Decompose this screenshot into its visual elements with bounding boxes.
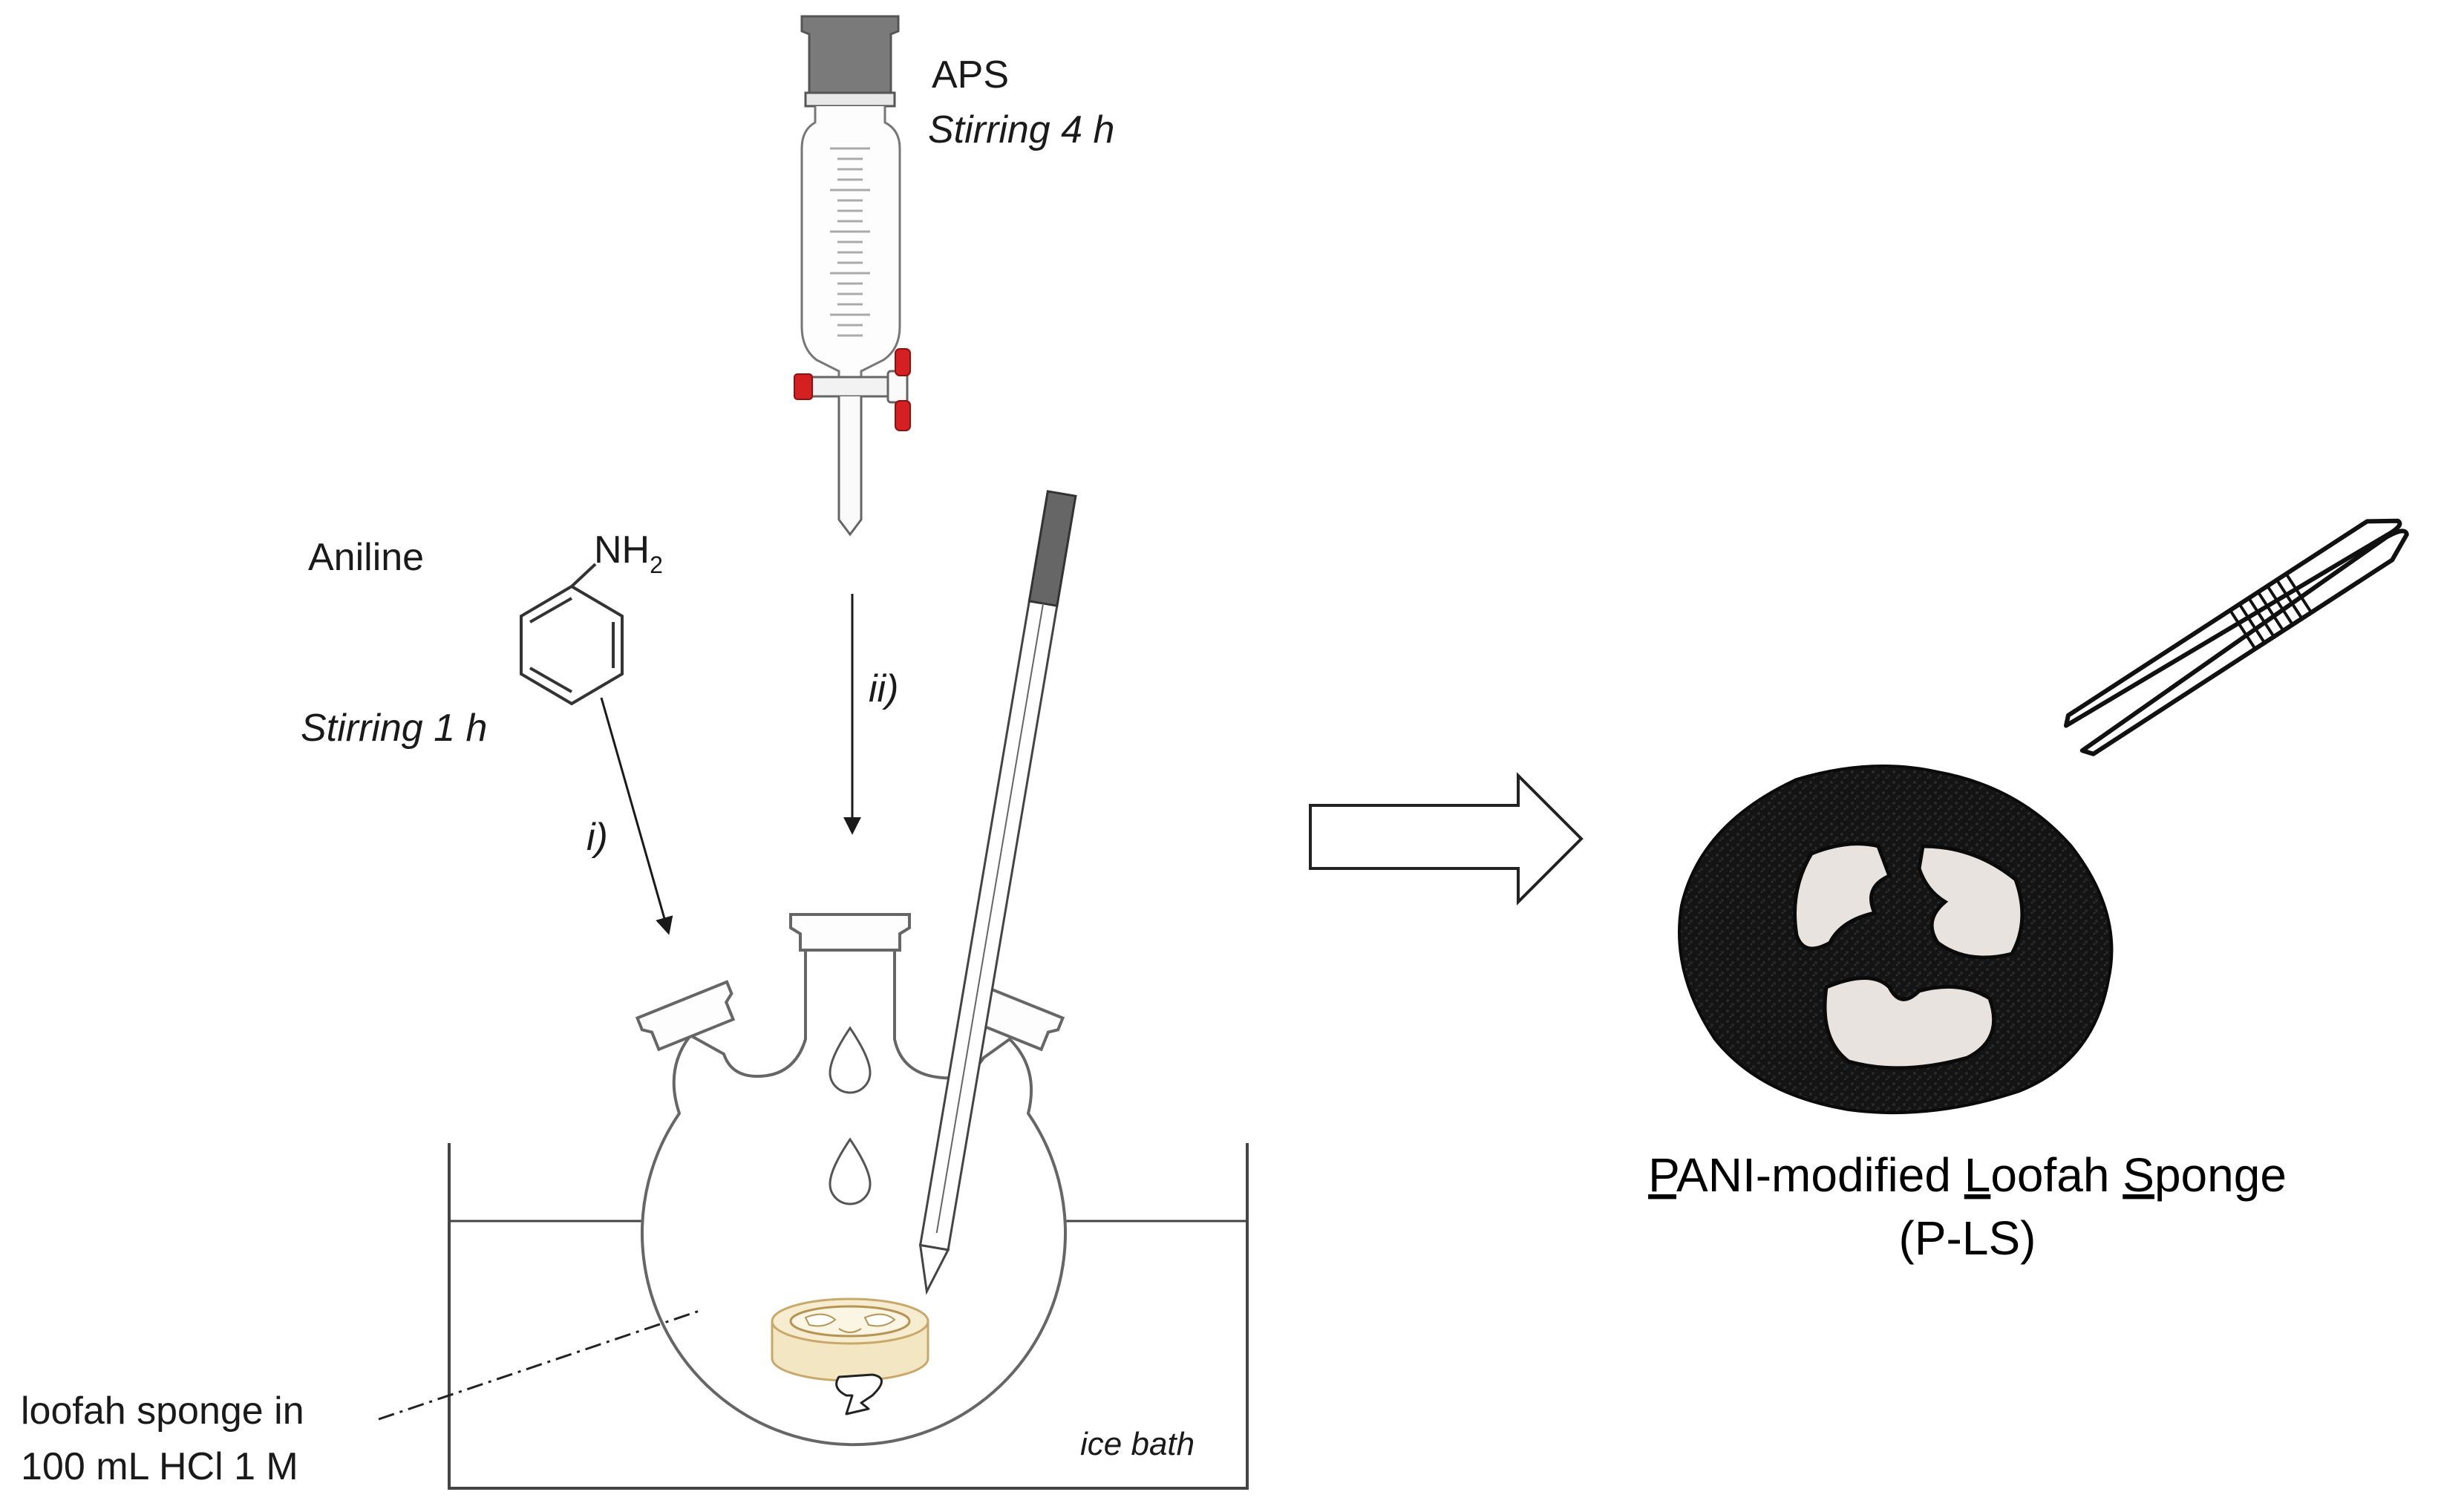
step-ii-label: ii) xyxy=(869,667,898,710)
thermometer xyxy=(918,490,1077,1295)
aniline-structure xyxy=(520,563,624,706)
sponge-label-line2: 100 mL HCl 1 M xyxy=(21,1445,298,1488)
sponge-label-line1: loofah sponge in xyxy=(21,1390,304,1433)
stopcock xyxy=(794,348,911,431)
funnel-stem xyxy=(837,396,863,537)
sponge-callout-line xyxy=(378,1309,702,1421)
aniline-label: Aniline xyxy=(308,536,424,579)
step-i-label: i) xyxy=(586,816,608,859)
product-name: PANI-modified Loofah Sponge xyxy=(1648,1148,2287,1202)
process-arrow-icon xyxy=(1309,772,1584,906)
loofah-sponge-disc xyxy=(771,1297,929,1382)
aps-stirring-label: Stirring 4 h xyxy=(928,108,1114,151)
pani-loofah-sponge-product xyxy=(1678,765,2114,1115)
ice-bath-label: ice bath xyxy=(1080,1426,1195,1462)
droplet-bottom xyxy=(829,1137,872,1205)
tweezers-icon xyxy=(2063,518,2409,756)
product-abbreviation: (P-LS) xyxy=(1899,1211,2036,1265)
nh2-label: NH2 xyxy=(594,528,663,578)
stirring-arrow-icon xyxy=(835,1373,883,1416)
funnel-graduations xyxy=(830,147,870,337)
arrow-step-i xyxy=(600,697,673,935)
dropping-funnel xyxy=(794,15,911,537)
aps-label: APS xyxy=(932,53,1009,96)
aniline-stirring-label: Stirring 1 h xyxy=(301,707,487,750)
droplet-top xyxy=(829,1026,872,1094)
funnel-stopper xyxy=(800,15,900,98)
